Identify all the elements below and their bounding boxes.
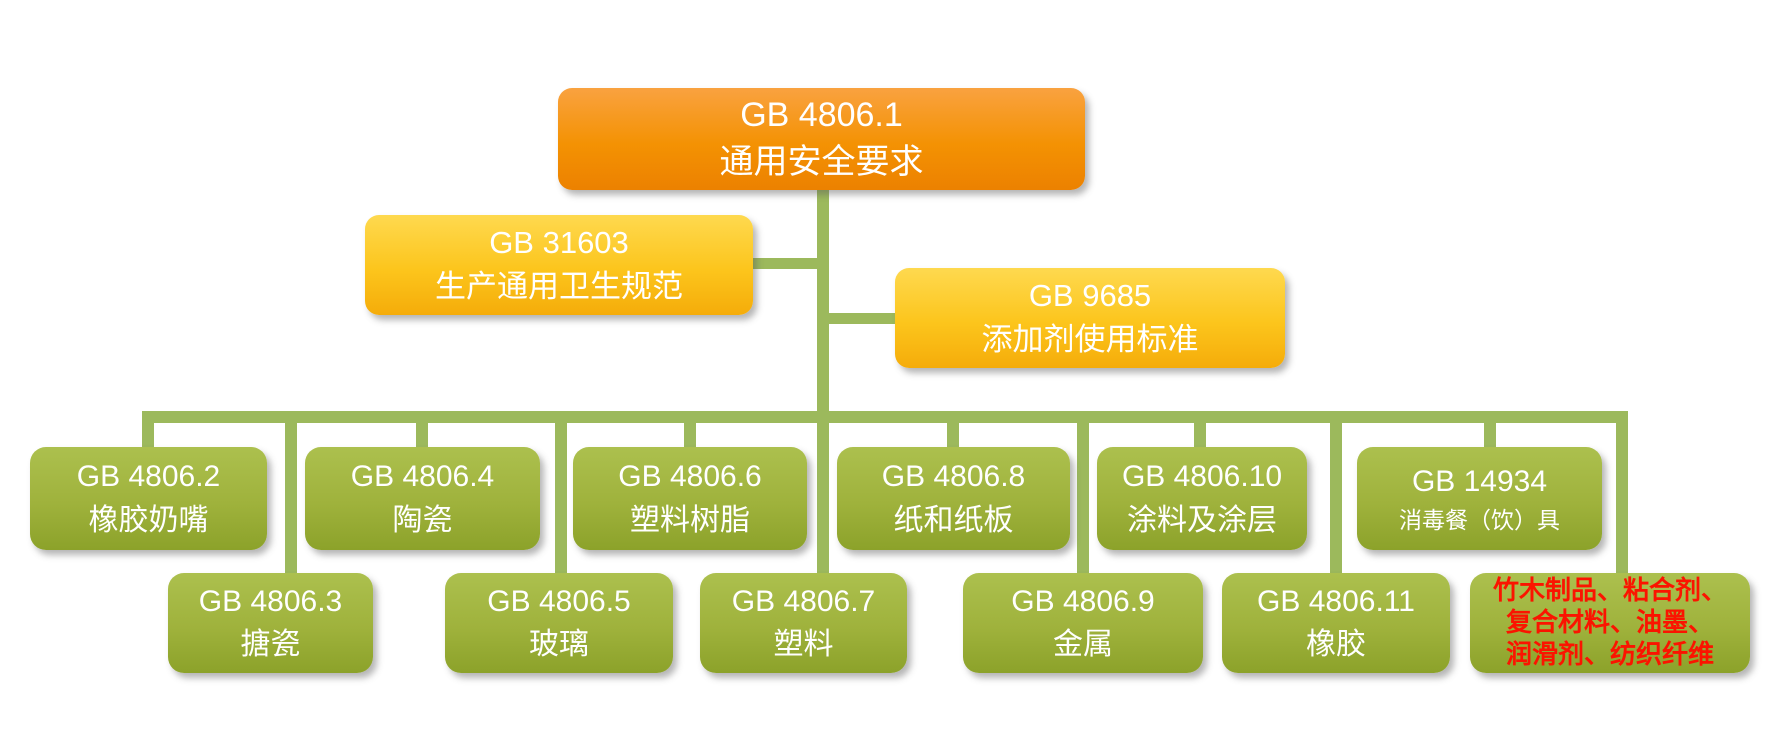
connector-drop-gb4806-5 (555, 420, 567, 580)
node-other-materials: 竹木制品、粘合剂、 复合材料、油墨、 润滑剂、纺织纤维 (1470, 573, 1750, 673)
node-gb9685: GB 9685 添加剂使用标准 (895, 268, 1285, 368)
node-name: 陶瓷 (392, 503, 453, 537)
node-code: GB 4806.7 (731, 584, 876, 618)
connector-drop-gb4806-2 (142, 420, 154, 453)
node-gb4806-5: GB 4806.5 玻璃 (445, 573, 673, 673)
node-name: 生产通用卫生规范 (435, 269, 683, 304)
connector-main-bar (142, 411, 1628, 423)
node-code: GB 9685 (1028, 277, 1152, 313)
connector-drop-gb4806-3 (285, 420, 297, 580)
connector-drop-gb4806-10 (1194, 420, 1206, 453)
connector-gb9685 (821, 313, 901, 324)
node-gb4806-3: GB 4806.3 搪瓷 (168, 573, 373, 673)
node-gb4806-7: GB 4806.7 塑料 (700, 573, 907, 673)
node-gb4806-11: GB 4806.11 橡胶 (1222, 573, 1450, 673)
connector-drop-other-materials (1616, 420, 1628, 580)
node-code: GB 4806.5 (487, 584, 631, 618)
node-name: 塑料 (773, 628, 834, 661)
node-name: 添加剂使用标准 (981, 322, 1199, 357)
node-gb4806-8: GB 4806.8 纸和纸板 (837, 447, 1070, 550)
other-materials-line: 复合材料、油墨、 (1505, 607, 1714, 638)
node-code: GB 4806.4 (350, 460, 495, 493)
node-code: GB 4806.9 (1011, 584, 1155, 618)
node-name: 金属 (1053, 628, 1113, 661)
connector-gb31603 (740, 258, 825, 269)
connector-drop-gb4806-11 (1330, 420, 1342, 580)
node-name: 通用安全要求 (719, 143, 924, 181)
node-name: 橡胶奶嘴 (88, 503, 209, 537)
connector-trunk (817, 185, 829, 580)
node-name: 玻璃 (529, 628, 589, 661)
connector-drop-gb4806-8 (947, 420, 959, 453)
node-gb4806-10: GB 4806.10 涂料及涂层 (1097, 447, 1307, 550)
connector-drop-gb4806-6 (684, 420, 696, 453)
other-materials-line: 竹木制品、粘合剂、 (1492, 575, 1727, 606)
node-code: GB 4806.11 (1257, 584, 1415, 618)
node-name: 搪瓷 (240, 628, 301, 661)
node-code: GB 4806.3 (198, 584, 343, 618)
node-name: 纸和纸板 (893, 503, 1014, 537)
node-code: GB 4806.1 (740, 96, 903, 135)
other-materials-line: 润滑剂、纺织纤维 (1505, 638, 1714, 669)
node-name: 塑料树脂 (630, 503, 750, 537)
node-gb4806-1: GB 4806.1 通用安全要求 (558, 88, 1085, 190)
node-gb4806-6: GB 4806.6 塑料树脂 (573, 447, 807, 550)
node-code: GB 14934 (1411, 464, 1548, 498)
connector-drop-gb4806-4 (416, 420, 428, 453)
node-code: GB 4806.6 (618, 460, 762, 493)
node-code: GB 4806.2 (76, 460, 221, 493)
connector-drop-gb14934 (1484, 420, 1496, 453)
node-code: GB 4806.10 (1121, 460, 1283, 493)
node-name: 橡胶 (1306, 628, 1366, 661)
node-gb4806-4: GB 4806.4 陶瓷 (305, 447, 540, 550)
node-name: 涂料及涂层 (1127, 503, 1277, 537)
node-code: GB 4806.8 (881, 460, 1026, 493)
node-code: GB 31603 (489, 224, 629, 260)
node-gb4806-2: GB 4806.2 橡胶奶嘴 (30, 447, 267, 550)
node-name: 消毒餐（饮）具 (1399, 507, 1560, 533)
node-gb31603: GB 31603 生产通用卫生规范 (365, 215, 753, 315)
connector-drop-gb4806-9 (1077, 420, 1089, 580)
node-gb4806-9: GB 4806.9 金属 (963, 573, 1203, 673)
node-gb14934: GB 14934 消毒餐（饮）具 (1357, 447, 1602, 550)
